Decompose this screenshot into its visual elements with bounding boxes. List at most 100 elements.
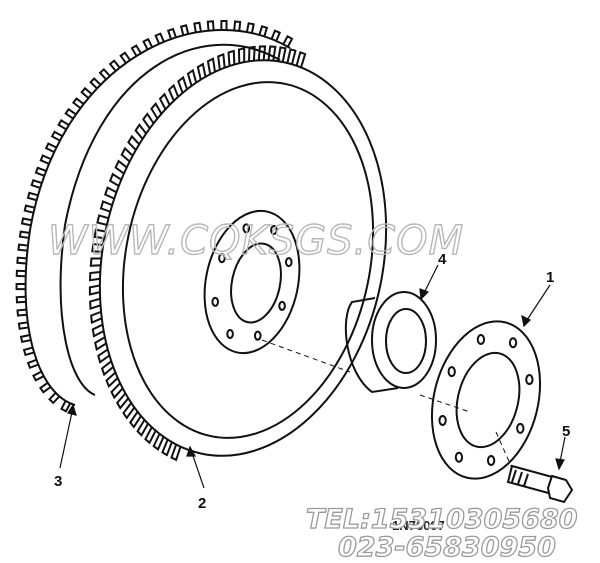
flywheel-tooth: [196, 62, 207, 80]
flywheel-tooth: [108, 172, 122, 187]
flywheel-tooth: [97, 348, 111, 364]
leader-3-arrow: [67, 403, 77, 416]
hub-hole: [284, 257, 293, 268]
flywheel-tooth: [115, 392, 130, 410]
rear-gear-tooth: [193, 21, 202, 33]
rear-gear-tooth: [38, 381, 52, 394]
leader-4-arrow: [419, 288, 430, 301]
hub-hole: [278, 300, 286, 311]
flywheel-tooth: [150, 101, 163, 120]
hub-hole: [253, 330, 262, 341]
flywheel-tooth: [277, 46, 287, 63]
flywheel-tooth: [105, 371, 119, 389]
bolt-head: [546, 474, 574, 504]
assembly-centerline: [261, 339, 513, 469]
flywheel-tooth: [88, 271, 101, 282]
retaining-plate: [430, 320, 542, 480]
rear-gear-tooth: [16, 308, 28, 317]
flywheel-tooth: [114, 159, 128, 175]
flywheel-tooth: [136, 419, 149, 437]
watermark-website: WWW.CQKSGS.COM: [48, 218, 464, 264]
rear-gear-tooth: [57, 119, 70, 131]
rear-gear-tooth: [258, 25, 269, 37]
rear-gear-tooth: [71, 97, 85, 109]
rear-gear-tooth: [26, 191, 39, 202]
flywheel-tooth: [217, 52, 226, 70]
rear-gear-tooth: [15, 295, 26, 304]
flywheel-tooth: [93, 228, 106, 240]
hub-hole: [218, 253, 226, 264]
rear-gear-tooth: [16, 256, 27, 265]
rear-gear-tooth: [108, 59, 121, 72]
hub-hole: [270, 225, 278, 236]
spacer-bore: [385, 308, 427, 374]
flywheel-tooth: [177, 75, 188, 94]
leader-2: [191, 452, 205, 489]
plate-hole: [454, 451, 464, 463]
rear-gear-tooth: [179, 24, 190, 36]
leader-1: [526, 284, 551, 321]
rear-gear-tooth: [15, 282, 26, 291]
flywheel-tooth: [134, 123, 147, 140]
rear-gear-tooth: [80, 86, 93, 99]
flywheel-tooth: [91, 243, 104, 253]
flywheel-tooth: [96, 214, 109, 226]
flywheel-tooth: [91, 323, 105, 338]
flywheel-tooth: [94, 336, 107, 351]
bolt-thread-2: [517, 471, 523, 485]
spacer-front-face: [371, 291, 437, 389]
rear-gear-tooth: [60, 400, 72, 413]
callout-3: 3: [54, 473, 62, 490]
leader-1-arrow: [521, 314, 532, 328]
flywheel-tooth: [267, 45, 277, 61]
flywheel-tooth: [144, 426, 157, 445]
contact-tel: TEL:15310305680: [306, 504, 578, 535]
rear-gear-tooth: [26, 358, 39, 370]
rear-gear-tooth: [15, 269, 26, 278]
flywheel-tooth: [90, 310, 103, 324]
flywheel-hub: [203, 209, 301, 355]
rear-gear-tooth: [39, 154, 52, 165]
hub-bolt-holes: [211, 223, 293, 341]
flywheel-tooth: [89, 257, 102, 267]
leader-lines: [59, 264, 566, 489]
bolt-thread-1: [511, 469, 517, 483]
flywheel-tooth: [129, 411, 142, 429]
flywheel-tooth: [100, 360, 114, 377]
callout-5: 5: [562, 423, 570, 440]
rear-gear-tooth: [142, 37, 154, 50]
rear-gear-tooth: [233, 20, 242, 32]
flywheel-tooth: [103, 186, 117, 200]
flywheel-outer-rim: [98, 59, 388, 457]
callout-2: 2: [198, 495, 206, 512]
flywheel-tooth: [227, 49, 236, 67]
rear-gear-tooth: [22, 346, 35, 357]
hub-hole: [211, 296, 220, 307]
rear-gear-tooth: [64, 107, 77, 120]
spacer-ring: [344, 291, 437, 394]
rear-ring-gear-outer-edge: [24, 29, 291, 406]
flywheel-tooth: [120, 146, 134, 163]
plate-hole: [438, 414, 447, 426]
plate-bolt-holes: [438, 333, 534, 467]
rear-gear-tooth: [34, 166, 47, 177]
plate-hole: [476, 333, 486, 345]
rear-gear-tooth: [50, 130, 63, 142]
plate-hole: [447, 366, 456, 378]
rear-gear-tooth: [270, 29, 282, 42]
front-flywheel: [88, 45, 388, 462]
hub-hole: [226, 328, 234, 339]
flywheel-tooth: [170, 444, 182, 462]
flywheel-tooth: [152, 433, 165, 451]
flywheel-tooth: [257, 45, 267, 61]
rear-gear-tooth: [17, 243, 29, 252]
rear-gear-tooth: [282, 35, 294, 48]
rear-gear-tooth: [130, 44, 142, 57]
flywheel-tooth: [127, 134, 140, 151]
leader-5-arrow: [555, 458, 565, 471]
flywheel-tooth: [237, 47, 246, 64]
flywheel-tooth: [286, 48, 297, 65]
flywheel-tooth: [88, 284, 101, 296]
